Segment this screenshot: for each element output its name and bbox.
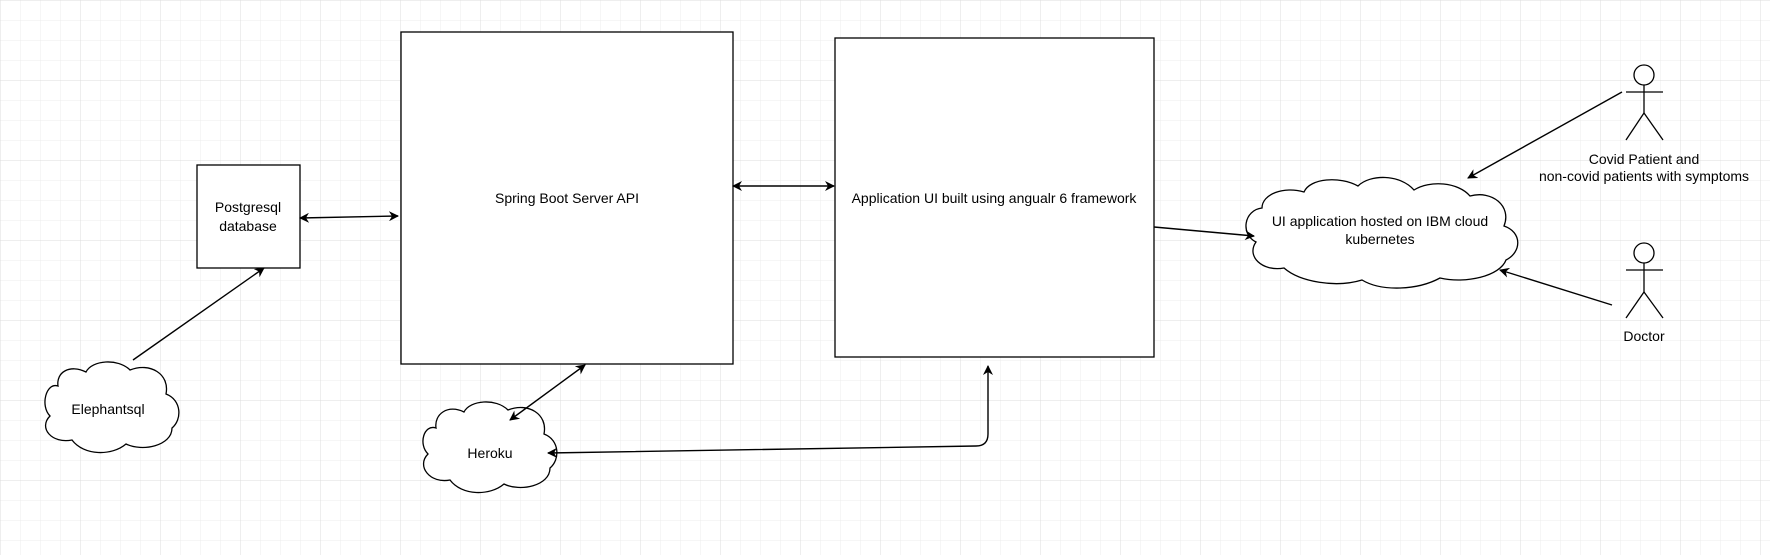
- postgres-label-line2: database: [219, 218, 277, 234]
- doctor-label: Doctor: [1623, 328, 1665, 344]
- connector-postgres-spring[interactable]: [299, 211, 399, 223]
- elephantsql-cloud: [44, 361, 180, 454]
- angular-ui-node[interactable]: Application UI built using angualr 6 fra…: [834, 37, 1155, 358]
- connector-elephantsql-postgres[interactable]: [132, 267, 265, 361]
- postgres-box: [196, 164, 301, 269]
- angular-ui-label: Application UI built using angualr 6 fra…: [852, 190, 1138, 206]
- connector-heroku-angular[interactable]: [547, 365, 993, 458]
- doctor-actor-icon[interactable]: [1625, 242, 1664, 319]
- ibm-cloud-shape: [1245, 176, 1519, 289]
- ibm-cloud-label-line1: UI application hosted on IBM cloud: [1272, 213, 1488, 229]
- heroku-label: Heroku: [467, 445, 512, 461]
- spring-boot-label: Spring Boot Server API: [495, 190, 639, 206]
- elephantsql-node[interactable]: Elephantsql: [44, 361, 180, 454]
- elephantsql-label: Elephantsql: [71, 401, 144, 417]
- angular-ui-box: [834, 37, 1155, 358]
- connector-doctor-ibm[interactable]: [1499, 267, 1613, 306]
- patient-label-line2: non-covid patients with symptoms: [1539, 168, 1749, 184]
- heroku-cloud: [422, 401, 558, 494]
- connector-patient-ibm[interactable]: [1467, 91, 1623, 179]
- spring-boot-box: [400, 31, 734, 365]
- postgres-node[interactable]: Postgresql database: [196, 164, 301, 269]
- connector-angular-ibm[interactable]: [1153, 226, 1255, 241]
- patient-actor-icon[interactable]: [1625, 64, 1664, 141]
- spring-boot-node[interactable]: Spring Boot Server API: [400, 31, 734, 365]
- ibm-cloud-node[interactable]: UI application hosted on IBM cloud kuber…: [1245, 176, 1519, 289]
- patient-label-line1: Covid Patient and: [1589, 151, 1700, 167]
- ibm-cloud-label-line2: kubernetes: [1345, 231, 1414, 247]
- postgres-label-line1: Postgresql: [215, 199, 281, 215]
- heroku-node[interactable]: Heroku: [422, 401, 558, 494]
